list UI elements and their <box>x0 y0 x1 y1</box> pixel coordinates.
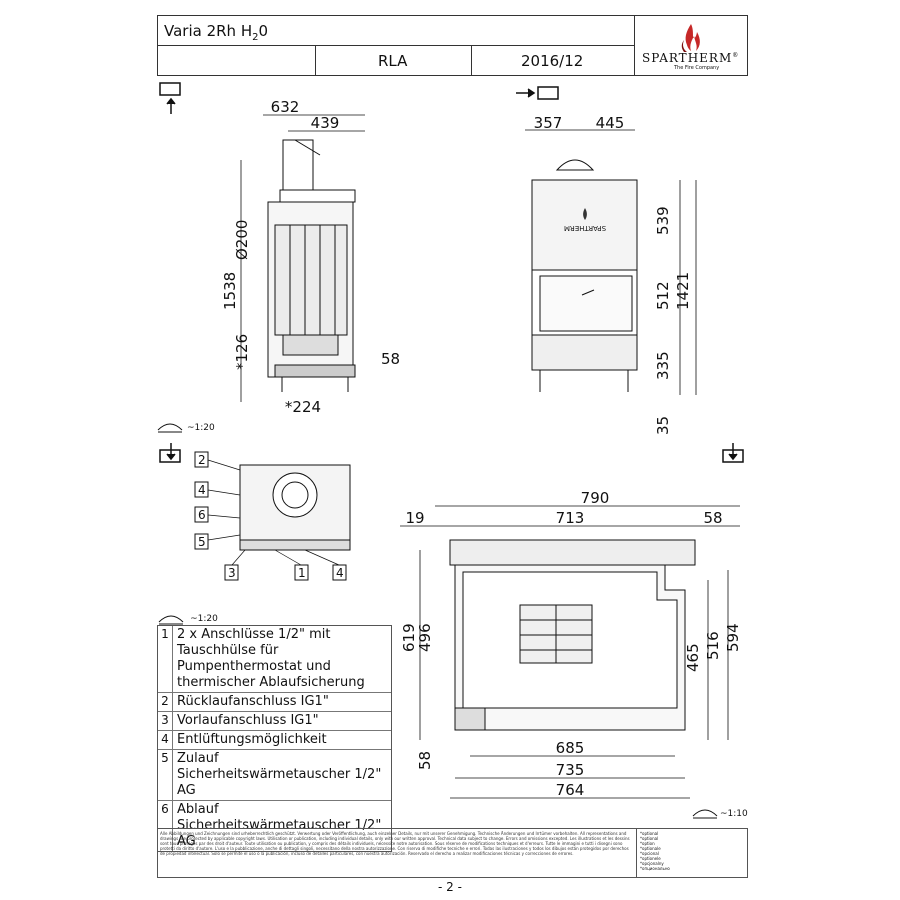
legend-row: 5 Zulauf Sicherheitswärmetauscher 1/2" A… <box>158 750 391 801</box>
dim-58-bottom: 58 <box>416 751 434 770</box>
dim-224: *224 <box>285 398 321 416</box>
plan-scale: ~1:10 <box>720 809 748 819</box>
dim-19: 19 <box>405 509 424 527</box>
side-view-drawing: 357 445 539 512 335 1421 35 SPARTHERM <box>516 86 697 435</box>
dim-632: 632 <box>271 98 300 116</box>
dim-335: 335 <box>654 351 672 380</box>
svg-text:5: 5 <box>198 535 206 549</box>
svg-text:1: 1 <box>298 566 306 580</box>
dim-735: 735 <box>556 761 585 779</box>
connection-legend: 1 2 x Anschlüsse 1/2" mit Tauschhülse fü… <box>157 625 392 852</box>
callout-labels: 2 4 6 5 3 1 4 <box>194 451 347 581</box>
title-block: Varia 2Rh H20 RLA 2016/12 SPARTHERM® The… <box>157 15 748 76</box>
view-direction-icon <box>516 86 559 100</box>
dim-58-plan: 58 <box>703 509 722 527</box>
dim-1421: 1421 <box>674 272 692 310</box>
dim-357: 357 <box>534 114 563 132</box>
scale-ruler-icon <box>157 423 183 433</box>
page-number: - 2 - <box>438 880 462 894</box>
view-direction-icon <box>159 82 181 114</box>
dim-539: 539 <box>654 206 672 235</box>
plan-view-drawing: 790 19 713 58 619 496 465 516 594 58 685… <box>400 443 748 819</box>
view-direction-icon <box>159 443 181 463</box>
svg-text:6: 6 <box>198 508 206 522</box>
dim-619: 619 <box>400 623 418 652</box>
dim-685: 685 <box>556 739 585 757</box>
dim-764: 764 <box>556 781 585 799</box>
front-view-drawing: 632 439 Ø200 1538 *126 58 *224 ~1:20 <box>157 82 400 433</box>
legend-row: 3 Vorlaufanschluss IG1" <box>158 712 391 731</box>
model-name: Varia 2Rh H20 <box>164 22 269 43</box>
brand-tagline: The Fire Company <box>674 65 720 71</box>
dim-790: 790 <box>581 489 610 507</box>
dim-1538: 1538 <box>221 272 239 310</box>
scale-ruler-icon <box>158 615 184 624</box>
dim-35: 35 <box>654 416 672 435</box>
dim-flue-diameter: Ø200 <box>233 220 251 260</box>
flame-icon <box>583 208 587 220</box>
brand-logo: SPARTHERM® The Fire Company <box>638 18 744 73</box>
svg-text:4: 4 <box>336 566 344 580</box>
svg-text:4: 4 <box>198 483 206 497</box>
revision-date: 2016/12 <box>521 52 584 70</box>
view-direction-icon <box>722 443 744 463</box>
dim-439: 439 <box>311 114 340 132</box>
front-scale: ~1:20 <box>187 423 215 433</box>
disclaimer-box: Alle Abbildungen und Zeichnungen sind ur… <box>157 828 748 878</box>
dim-512: 512 <box>654 281 672 310</box>
legend-row: 4 Entlüftungsmöglichkeit <box>158 731 391 750</box>
brand-name: SPARTHERM <box>642 51 733 65</box>
dim-713: 713 <box>556 509 585 527</box>
side-brand-plate: SPARTHERM <box>564 224 606 232</box>
variant-code: RLA <box>378 52 408 70</box>
dim-465: 465 <box>684 643 702 672</box>
svg-text:2: 2 <box>198 453 206 467</box>
dim-445: 445 <box>596 114 625 132</box>
dim-496: 496 <box>416 623 434 652</box>
legend-row: 2 Rücklaufanschluss IG1" <box>158 693 391 712</box>
dim-516: 516 <box>704 631 722 660</box>
legend-scale-row: ~1:20 <box>157 606 218 625</box>
legend-row: 1 2 x Anschlüsse 1/2" mit Tauschhülse fü… <box>158 626 391 693</box>
dim-126: *126 <box>233 334 251 370</box>
dim-594: 594 <box>724 623 742 652</box>
flame-icon <box>681 24 700 52</box>
svg-text:3: 3 <box>228 566 236 580</box>
top-view-drawing: 2 4 6 5 3 1 4 <box>159 443 351 581</box>
legend-row: 6 Ablauf Sicherheitswärmetauscher 1/2" A… <box>158 801 391 851</box>
option-labels: *optional *optional *option *optionale *… <box>640 831 670 871</box>
dim-58-front: 58 <box>381 350 400 368</box>
scale-ruler-icon <box>692 809 718 819</box>
disclaimer-text: Alle Abbildungen und Zeichnungen sind ur… <box>160 831 630 856</box>
